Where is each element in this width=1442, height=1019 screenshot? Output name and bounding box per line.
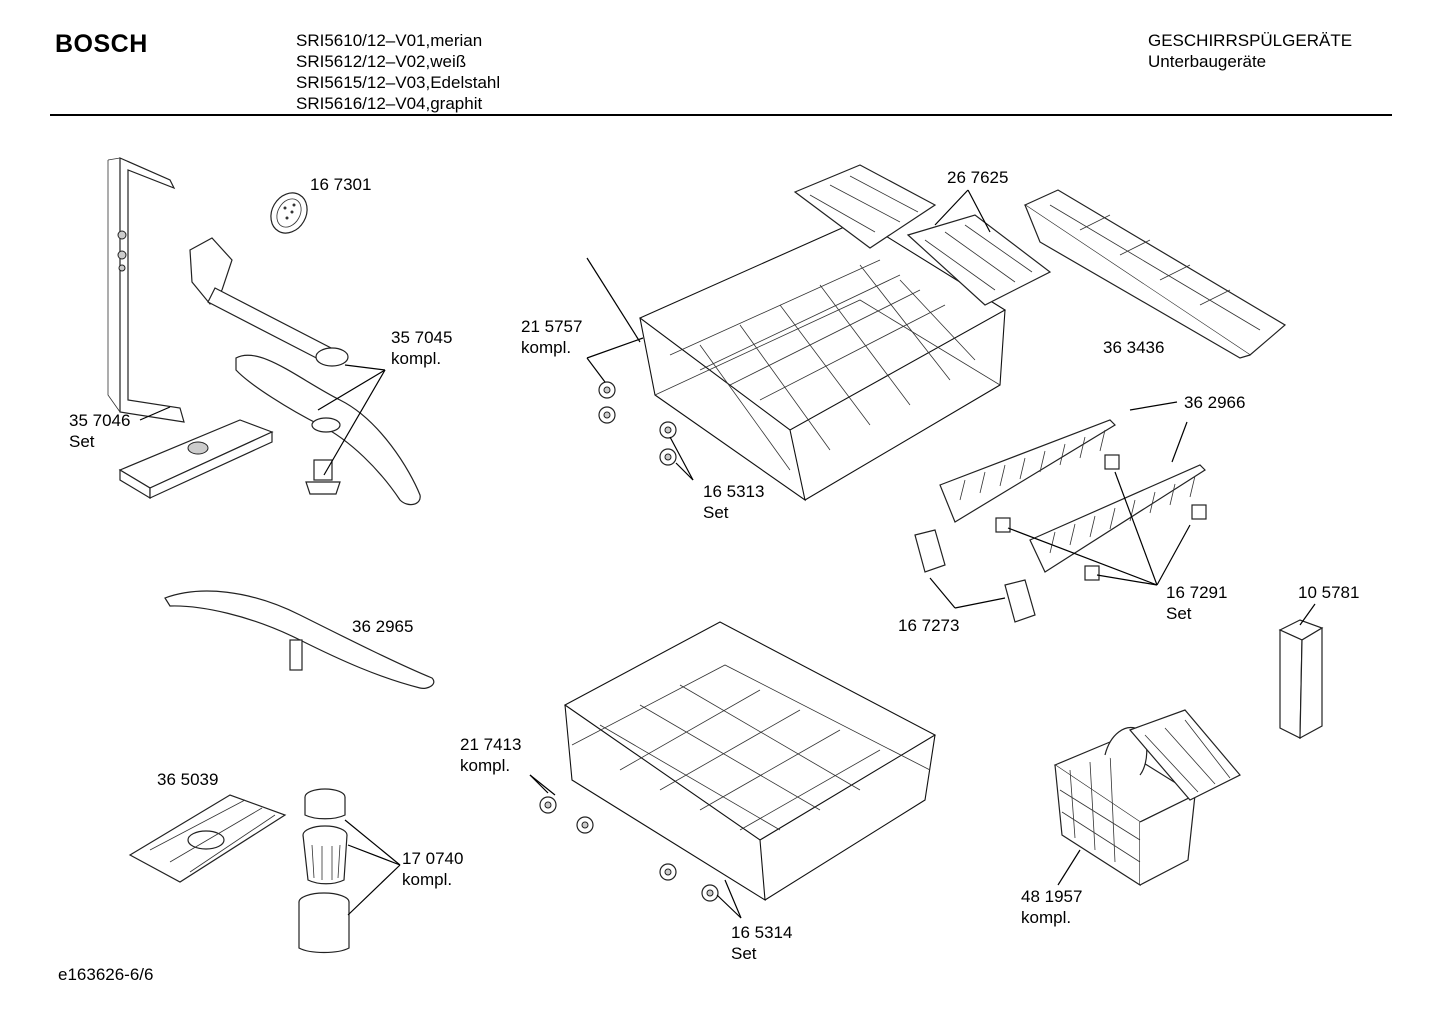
svg-text:36 2965: 36 2965: [352, 617, 413, 636]
basket-rollers-upper-drawing: [598, 381, 677, 466]
svg-text:48 1957: 48 1957: [1021, 887, 1082, 906]
model-line: SRI5615/12–V03,Edelstahl: [296, 73, 501, 92]
flat-filter-drawing: [128, 794, 287, 883]
hinge-brackets-drawing: [914, 529, 1036, 623]
svg-text:Set: Set: [1166, 604, 1192, 623]
svg-text:17 0740: 17 0740: [402, 849, 463, 868]
svg-text:36 2966: 36 2966: [1184, 393, 1245, 412]
svg-text:kompl.: kompl.: [402, 870, 452, 889]
part-label-165313: 16 5313 Set: [703, 482, 764, 522]
svg-text:Set: Set: [703, 503, 729, 522]
impeller-nut-drawing: [305, 459, 341, 495]
svg-text:26 7625: 26 7625: [947, 168, 1008, 187]
part-label-215757: 21 5757 kompl.: [521, 317, 582, 357]
category-title: GESCHIRRSPÜLGERÄTE: [1148, 31, 1353, 50]
upper-spray-arm-drawing: [235, 354, 421, 506]
svg-text:16 7301: 16 7301: [310, 175, 371, 194]
svg-text:Set: Set: [69, 432, 95, 451]
model-line: SRI5616/12–V04,graphit: [296, 94, 483, 113]
part-label-165314: 16 5314 Set: [731, 923, 792, 963]
svg-text:21 5757: 21 5757: [521, 317, 582, 336]
svg-text:21 7413: 21 7413: [460, 735, 521, 754]
part-label-167291: 16 7291 Set: [1166, 583, 1227, 623]
part-label-365039: 36 5039: [157, 770, 218, 789]
lower-basket-drawing: [563, 621, 937, 902]
filter-housing-drawing: [118, 419, 274, 500]
nozzle-disc-drawing: [270, 192, 308, 234]
cutlery-basket-drawing: [1053, 709, 1241, 887]
spike-clips-drawing: [995, 454, 1207, 581]
svg-text:kompl.: kompl.: [391, 349, 441, 368]
part-label-481957: 48 1957 kompl.: [1021, 887, 1082, 927]
svg-text:10 5781: 10 5781: [1298, 583, 1359, 602]
upper-basket-drawing: [638, 219, 1007, 502]
category-block: GESCHIRRSPÜLGERÄTE Unterbaugeräte: [1148, 30, 1352, 72]
part-label-167301: 16 7301: [310, 175, 371, 194]
part-label-362966: 36 2966: [1184, 393, 1245, 412]
lower-spray-arm-drawing: [164, 590, 435, 689]
part-label-267625: 26 7625: [947, 168, 1008, 187]
svg-text:Set: Set: [731, 944, 757, 963]
leader-lines: [139, 189, 1316, 919]
svg-text:16 5314: 16 5314: [731, 923, 792, 942]
svg-text:16 7273: 16 7273: [898, 616, 959, 635]
cutlery-tray-drawing: [1023, 189, 1287, 359]
part-label-357045: 35 7045 kompl.: [391, 328, 452, 368]
document-id: e163626-6/6: [58, 965, 154, 984]
model-line: SRI5612/12–V02,weiß: [296, 52, 467, 71]
svg-text:36 5039: 36 5039: [157, 770, 218, 789]
category-subtitle: Unterbaugeräte: [1148, 52, 1267, 71]
part-label-362965: 36 2965: [352, 617, 413, 636]
part-label-217413: 21 7413 kompl.: [460, 735, 521, 775]
part-label-363436: 36 3436: [1103, 338, 1164, 357]
svg-text:35 7045: 35 7045: [391, 328, 452, 347]
header-divider: [50, 114, 1392, 116]
part-label-105781: 10 5781: [1298, 583, 1359, 602]
part-label-357046: 35 7046 Set: [69, 411, 130, 451]
cup-shelf-racks-drawing: [793, 164, 1052, 306]
brand-logo: BOSCH: [55, 30, 148, 58]
svg-text:kompl.: kompl.: [521, 338, 571, 357]
svg-text:kompl.: kompl.: [1021, 908, 1071, 927]
svg-text:35 7046: 35 7046: [69, 411, 130, 430]
part-label-167273: 16 7273: [898, 616, 959, 635]
folding-spike-rows-drawing: [939, 419, 1206, 573]
filter-cylinders-drawing: [298, 788, 350, 954]
svg-text:kompl.: kompl.: [460, 756, 510, 775]
model-line: SRI5610/12–V01,merian: [296, 31, 483, 50]
utensil-sleeve-drawing: [1278, 619, 1324, 740]
part-label-170740: 17 0740 kompl.: [402, 849, 463, 889]
upper-pipe-assembly-drawing: [189, 237, 349, 367]
svg-text:36 3436: 36 3436: [1103, 338, 1164, 357]
basket-rollers-lower-drawing: [539, 796, 719, 902]
model-list: SRI5610/12–V01,merian SRI5612/12–V02,wei…: [296, 30, 500, 114]
spray-pipe-drawing: [107, 157, 185, 423]
svg-text:16 5313: 16 5313: [703, 482, 764, 501]
svg-text:16 7291: 16 7291: [1166, 583, 1227, 602]
